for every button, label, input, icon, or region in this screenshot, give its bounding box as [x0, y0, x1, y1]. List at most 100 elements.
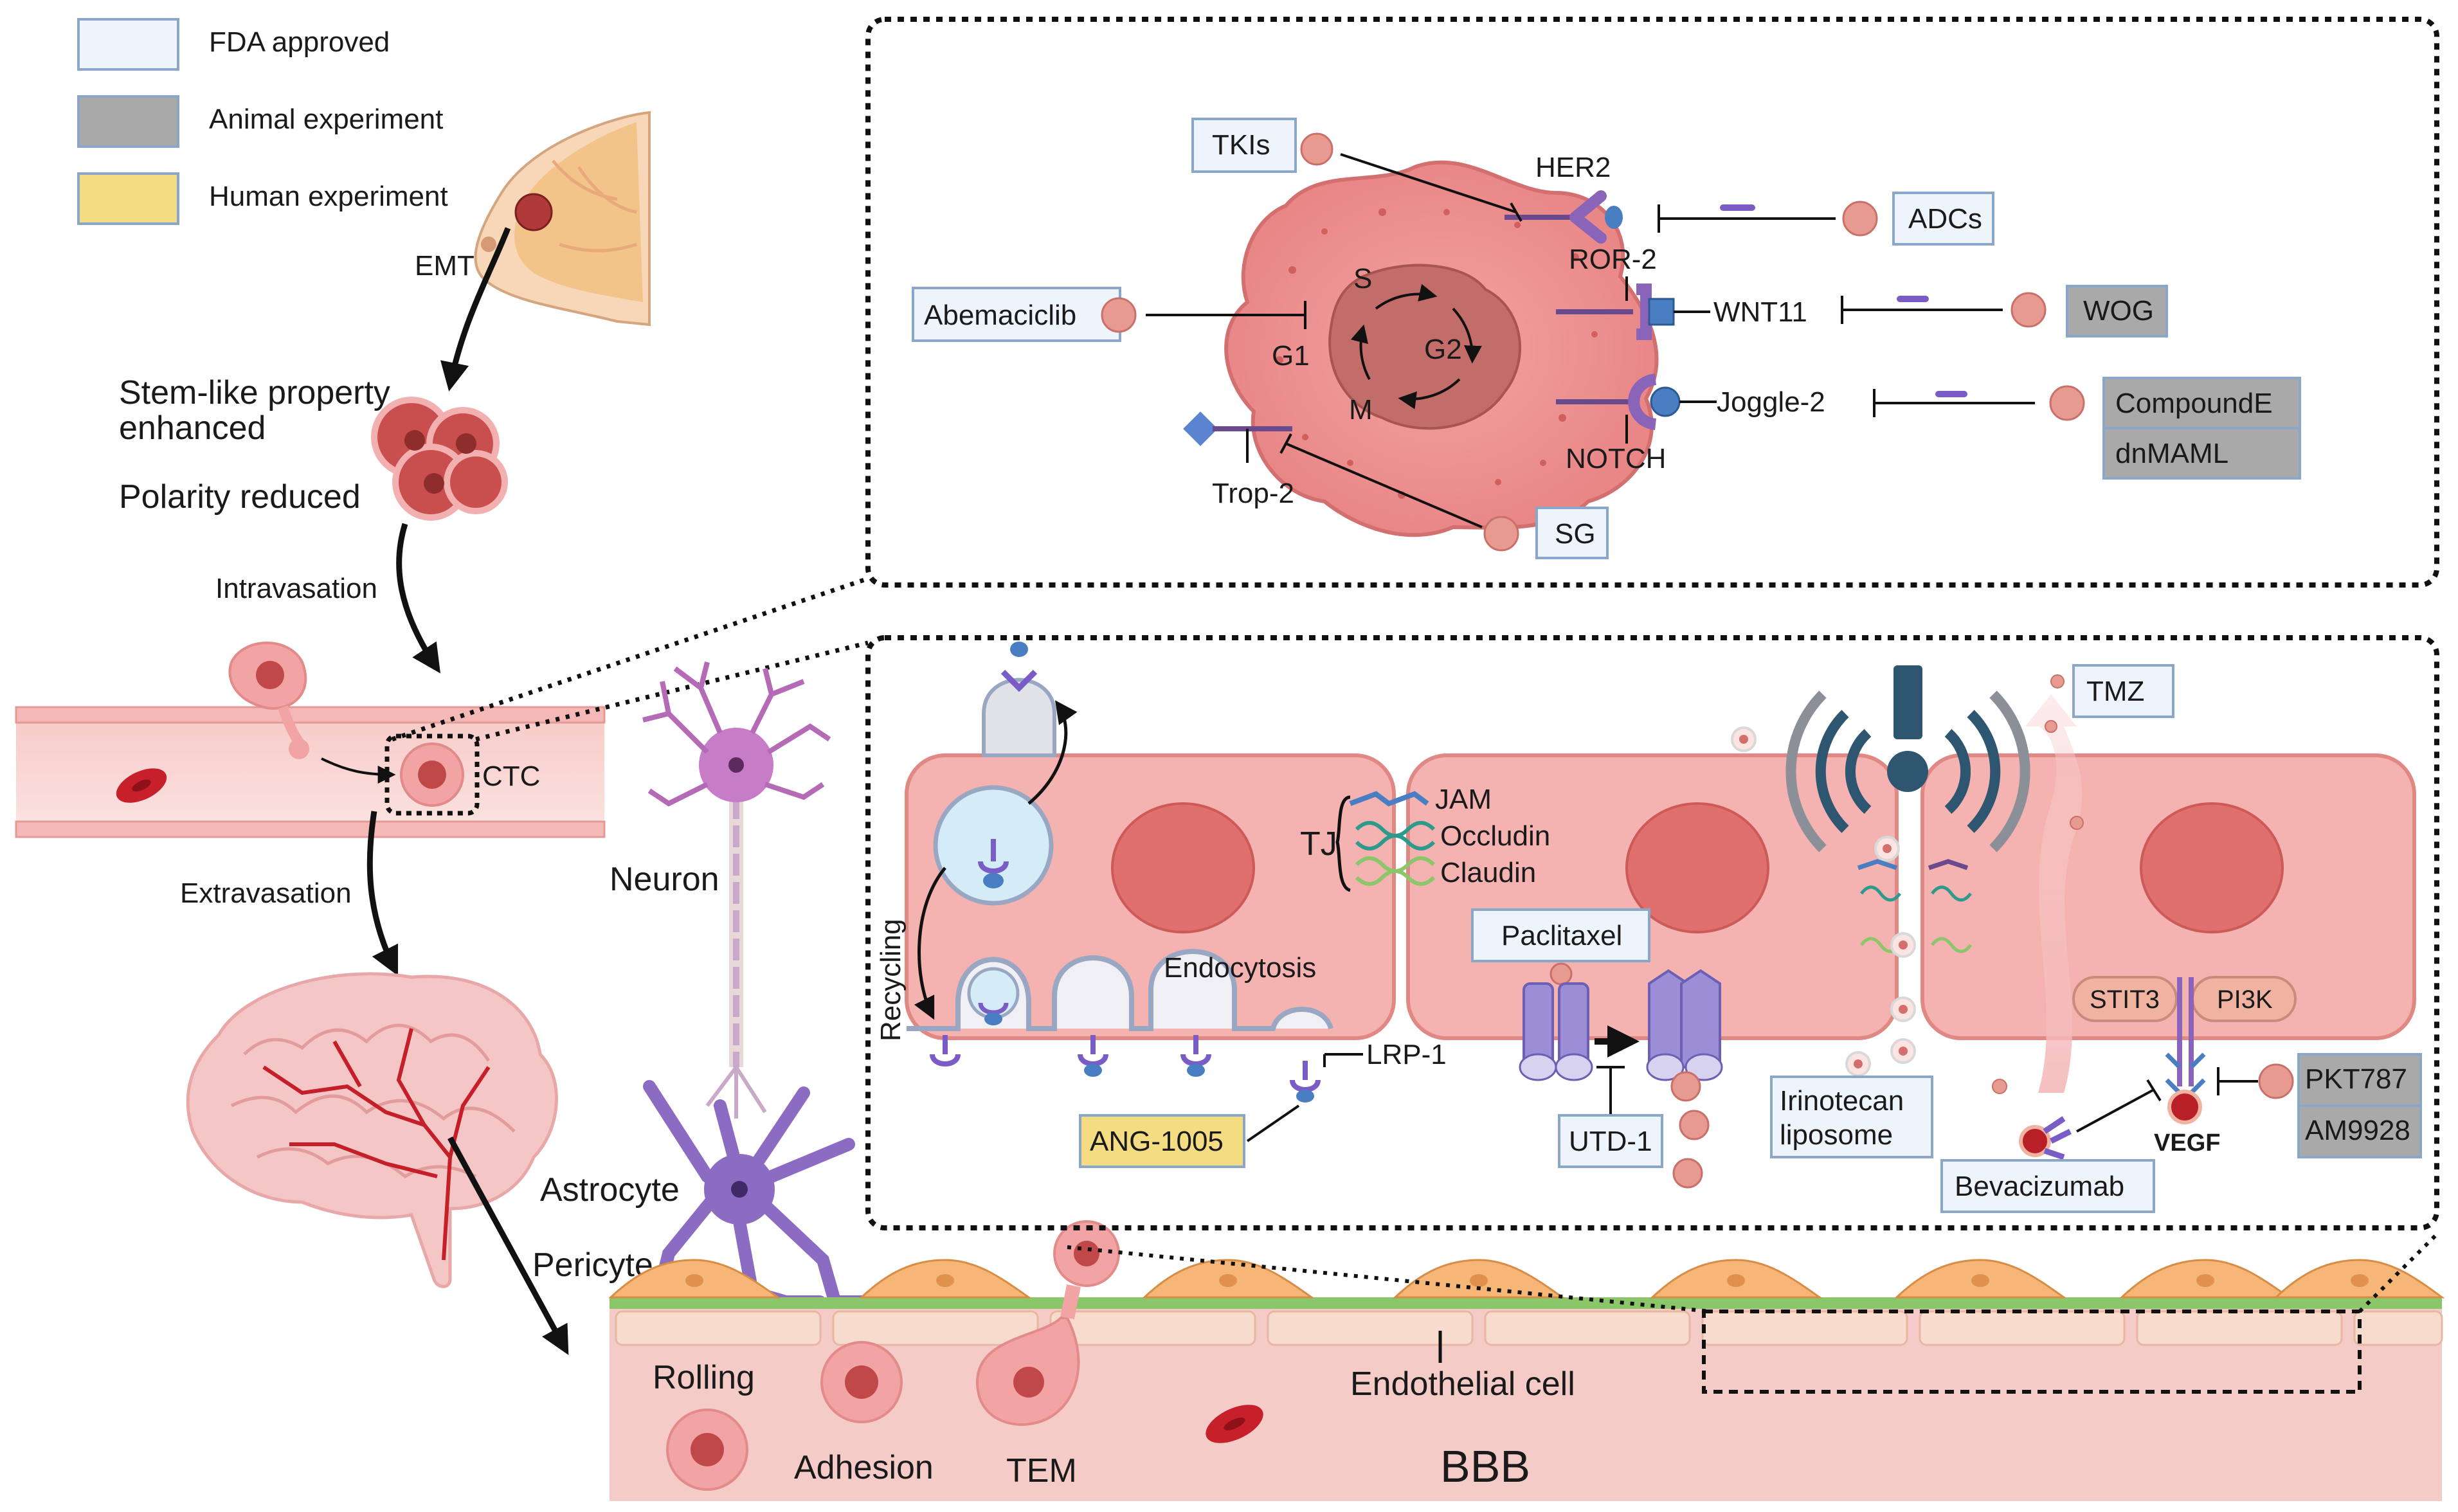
extravasation-arrow	[366, 811, 399, 977]
sg-drug-icon	[1483, 516, 1519, 552]
joggle2-label: Joggle-2	[1717, 386, 1825, 418]
tkis-inhibit-line	[1340, 153, 1523, 222]
tkis-drug-icon	[1300, 132, 1333, 166]
tmz-label: TMZ	[2086, 676, 2144, 707]
migrating-tumor-cell	[228, 642, 309, 759]
legend-label-human: Human experiment	[209, 181, 448, 212]
vegf-receptor	[2165, 977, 2206, 1124]
vegf-label: VEGF	[2154, 1130, 2220, 1156]
bbb-zoom-box	[1702, 1310, 2362, 1394]
irinotecan-label-1: Irinotecan	[1780, 1085, 1904, 1117]
efflux-pump	[1519, 962, 1723, 1189]
adhesion-cell	[820, 1341, 903, 1423]
abemaciclib-inhibit-line	[1146, 301, 1306, 329]
pkt787-box	[2297, 1053, 2422, 1107]
compounde-box	[2102, 377, 2301, 429]
wog-label: WOG	[2083, 295, 2154, 327]
wnt11-inhibitor-payload	[1897, 296, 1929, 302]
adcs-inhibit-line	[1658, 204, 1836, 233]
blood-vessel	[15, 706, 606, 838]
legend-label-animal: Animal experiment	[209, 104, 443, 135]
brain-illustration	[186, 972, 558, 1288]
tem-label: TEM	[1006, 1452, 1077, 1490]
lrp1-receptors	[930, 1035, 1321, 1102]
adcs-label: ADCs	[1908, 203, 1982, 235]
abemaciclib-label: Abemaciclib	[924, 300, 1076, 331]
vegf-inhibit-line	[2217, 1067, 2258, 1095]
cycle-g1: G1	[1272, 340, 1310, 372]
ctc-cell	[400, 742, 464, 807]
ang1005-label: ANG-1005	[1090, 1126, 1224, 1157]
transcytosis-pathway	[907, 642, 1333, 1102]
recycling-label: Recycling	[875, 919, 907, 1041]
dnmaml-label: dnMAML	[2115, 438, 2228, 469]
ultrasound-icon	[1785, 665, 2030, 852]
astrocyte-label: Astrocyte	[540, 1171, 680, 1209]
brain-to-bbb-arrow	[447, 1136, 569, 1355]
irinotecan-box	[1770, 1076, 1933, 1158]
intravasation-label: Intravasation	[215, 573, 377, 604]
utd1-inhibit-line	[1596, 1066, 1625, 1119]
lrp1-pointer	[1323, 1053, 1363, 1067]
bevacizumab-inhibit-line	[2076, 1079, 2162, 1133]
utd1-box	[1558, 1114, 1663, 1168]
wnt11-label: WNT11	[1713, 296, 1807, 328]
tumor-cell-panel	[865, 17, 2439, 588]
pkt787-label: PKT787	[2305, 1063, 2407, 1095]
notch-receptor	[1556, 374, 1717, 444]
tkis-box	[1191, 118, 1297, 173]
neuron-illustration	[642, 662, 831, 1119]
bevacizumab-antibody	[2019, 1116, 2072, 1160]
legend-swatch-human	[77, 172, 179, 225]
abemaciclib-drug-icon	[1101, 297, 1137, 333]
polarity-label: Polarity reduced	[119, 478, 361, 516]
cycle-g2: G2	[1424, 334, 1462, 365]
emt-arrow	[440, 227, 511, 392]
ang1005-pointer	[1246, 1104, 1300, 1142]
compounde-drug-icon	[2049, 385, 2085, 421]
irinotecan-label-2: liposome	[1780, 1119, 1893, 1151]
utd1-label: UTD-1	[1569, 1126, 1652, 1157]
zoom-line-top	[391, 576, 869, 742]
tmz-diffusion-arrow	[2025, 694, 2083, 1093]
tmz-particles	[1992, 674, 2084, 1094]
trop2-label: Trop-2	[1212, 478, 1294, 509]
wog-drug-icon	[2011, 292, 2047, 328]
rolling-label: Rolling	[653, 1359, 755, 1396]
bevacizumab-box	[1940, 1159, 2155, 1213]
tmz-box	[2072, 664, 2174, 718]
cycle-m: M	[1349, 394, 1373, 426]
sg-label: SG	[1555, 518, 1596, 550]
bbb-zoom-line-left	[1067, 1245, 1711, 1313]
pericyte-label: Pericyte	[532, 1246, 653, 1284]
ctc-move-arrow	[321, 757, 396, 784]
tem-cell	[975, 1220, 1120, 1426]
occludin-label: Occludin	[1440, 820, 1550, 852]
intravasation-arrow	[396, 523, 440, 674]
legend: FDA approved Animal experiment Human exp…	[77, 18, 448, 225]
bevacizumab-label: Bevacizumab	[1955, 1171, 2124, 1202]
ctc-zoom-box	[384, 734, 480, 816]
her2-receptor	[1505, 190, 1623, 244]
claudin-label: Claudin	[1440, 857, 1536, 888]
adhesion-label: Adhesion	[794, 1449, 934, 1486]
lrp1-label: LRP-1	[1366, 1039, 1447, 1070]
legend-swatch-fda	[77, 18, 179, 71]
pkt787-drug-icon	[2258, 1063, 2294, 1099]
notch-label: NOTCH	[1566, 443, 1666, 474]
ror2-label: ROR-2	[1569, 244, 1657, 275]
pi3k-label: PI3K	[2217, 986, 2273, 1014]
sg-box	[1535, 507, 1609, 559]
adcs-payload	[1720, 204, 1755, 211]
paclitaxel-label: Paclitaxel	[1501, 920, 1622, 951]
paclitaxel-box	[1471, 908, 1650, 962]
am9928-label: AM9928	[2305, 1115, 2410, 1146]
tight-junction	[1335, 791, 1436, 892]
bbb-vessel	[608, 1259, 2445, 1501]
wog-box	[2066, 285, 2168, 338]
joggle2-inhibitor-payload	[1935, 391, 1967, 397]
bbb-label: BBB	[1440, 1441, 1530, 1491]
endothelial-cell-label: Endothelial cell	[1350, 1365, 1575, 1403]
stit3-pill	[2072, 976, 2178, 1022]
stem-like-label-2: enhanced	[119, 410, 266, 447]
